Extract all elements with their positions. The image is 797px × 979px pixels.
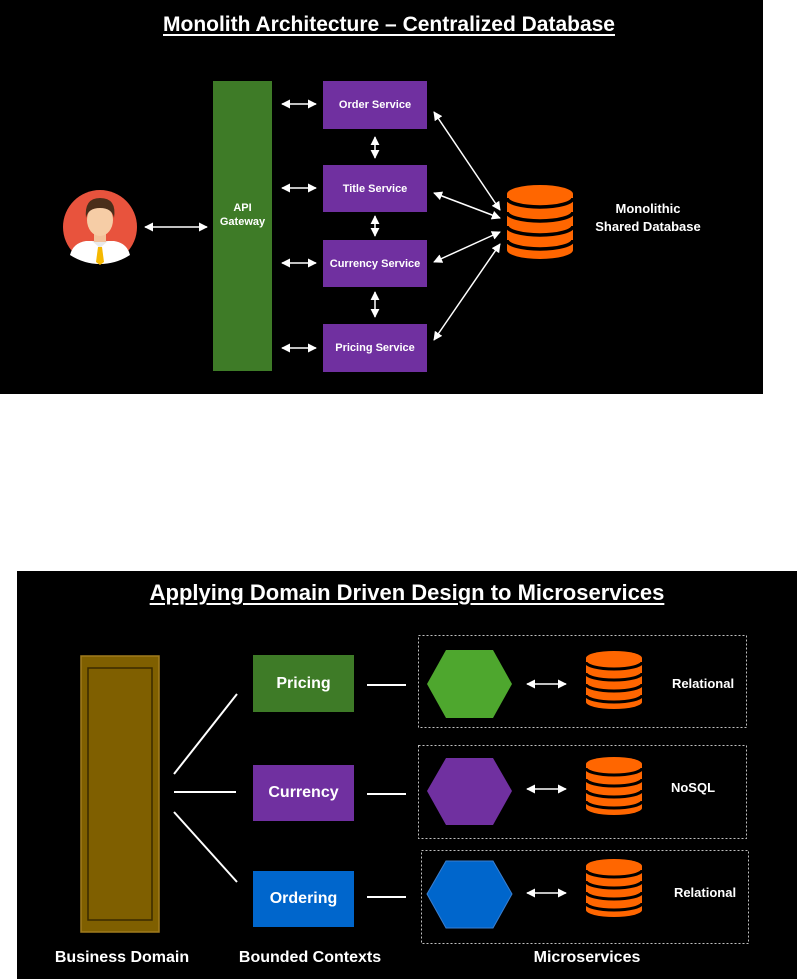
- ddd-diagram-shapes: [80, 635, 749, 944]
- ordering-context-label: Ordering: [269, 890, 338, 907]
- currency-microservice-hexagon: [427, 758, 512, 825]
- api-gateway-label-line1: API: [233, 202, 252, 214]
- title-service-box: [323, 165, 427, 212]
- ordering-database-label: Relational: [673, 884, 737, 900]
- pricing-context-box: [253, 655, 354, 712]
- pricing-service-box: [323, 324, 427, 372]
- pricing-microservice-frame: [418, 635, 747, 728]
- title-service-label: Title Service: [342, 182, 408, 195]
- pricing-database-label: Relational: [671, 675, 735, 691]
- pricing-microservice-hexagon: [427, 650, 512, 718]
- currency-microservice-frame: [418, 745, 747, 839]
- user-avatar-icon: [63, 190, 137, 265]
- monolith-diagram-title: Monolith Architecture – Centralized Data…: [163, 13, 615, 36]
- title-db-arrow: [433, 191, 501, 220]
- bounded-contexts-caption: Bounded Contexts: [238, 949, 382, 966]
- currency-context-box: [253, 765, 354, 821]
- ordering-microservice-hexagon: [426, 860, 513, 929]
- monolith-architecture-diagram: Monolith Architecture – Centralized Data…: [0, 0, 763, 394]
- currency-context-label: Currency: [268, 784, 339, 801]
- shared-database-label-line2: Shared Database: [595, 219, 701, 234]
- pricing-db-arrow: [433, 243, 501, 341]
- shared-database-label-line1: Monolithic: [615, 201, 681, 216]
- pricing-database-icon: [584, 649, 644, 711]
- order-db-arrow: [433, 111, 501, 211]
- business-domain-box: [80, 655, 160, 933]
- ddd-diagram-title: Applying Domain Driven Design to Microse…: [149, 580, 665, 605]
- order-service-label: Order Service: [338, 99, 412, 111]
- ordering-microservice-frame: [421, 850, 749, 944]
- ordering-context-box: [253, 871, 354, 927]
- currency-service-label: Currency Service: [329, 257, 421, 270]
- pricing-service-label: Pricing Service: [335, 342, 415, 354]
- shared-database-label: Monolithic Shared Database: [585, 198, 711, 238]
- currency-database-label: NoSQL: [670, 779, 716, 795]
- currency-service-box: [323, 240, 427, 287]
- order-service-box: [323, 81, 427, 129]
- monolith-connectors: [63, 81, 575, 372]
- business-domain-caption: Business Domain: [54, 949, 190, 966]
- pricing-context-label: Pricing: [276, 674, 331, 692]
- domain-ordering-line: [173, 811, 238, 883]
- shared-database-icon: [505, 185, 575, 259]
- api-gateway-label: API Gateway: [213, 195, 272, 235]
- ordering-database-icon: [584, 857, 644, 919]
- api-gateway-box: [213, 81, 272, 371]
- microservices-caption: Microservices: [533, 949, 641, 966]
- domain-pricing-line: [173, 693, 238, 775]
- currency-database-icon: [584, 755, 644, 817]
- api-gateway-label-line2: Gateway: [219, 216, 266, 228]
- ddd-microservices-diagram: Applying Domain Driven Design to Microse…: [17, 571, 797, 979]
